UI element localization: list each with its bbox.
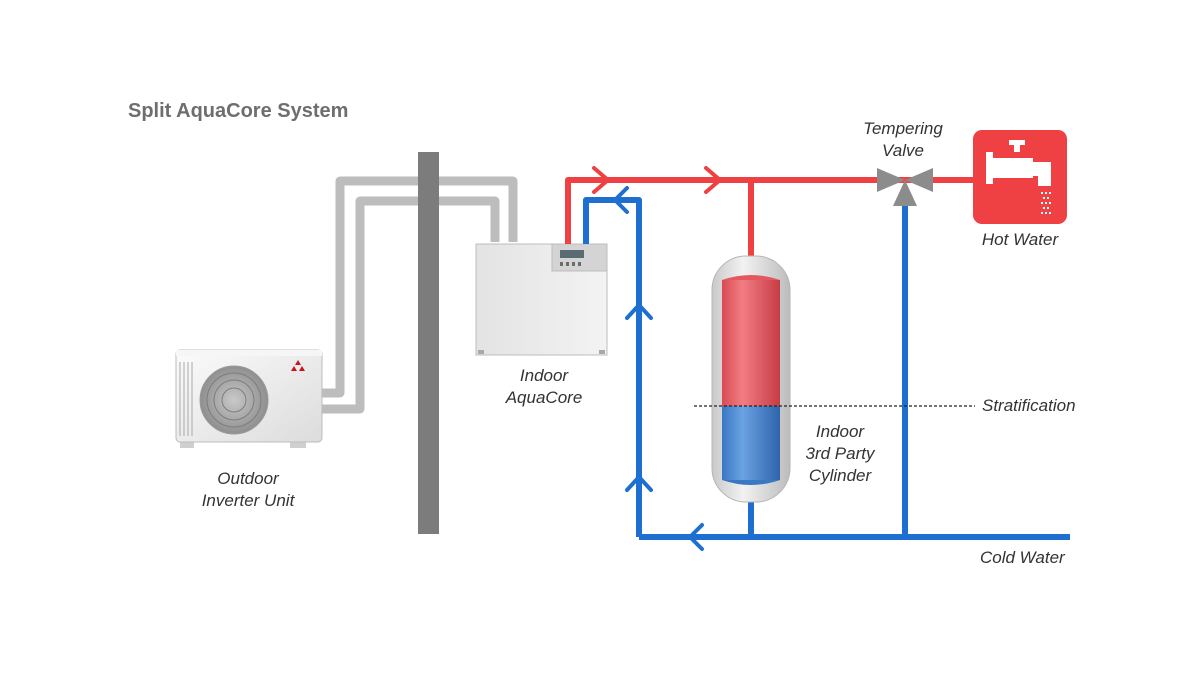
three-way-valve-icon (877, 168, 933, 206)
fan-grille-bars (206, 372, 262, 428)
fan-grille (199, 365, 269, 435)
flow-arrow-icon (592, 166, 610, 194)
water-drops (1041, 192, 1051, 214)
hot-water-label: Hot Water (982, 230, 1060, 249)
flow-arrow-icon (625, 475, 653, 492)
control-display (560, 250, 584, 258)
outdoor-inverter-unit (175, 349, 323, 448)
flow-arrow-icon (704, 166, 722, 194)
valve-label-line1: Tempering (863, 119, 943, 138)
flow-arrows (592, 166, 722, 551)
valve-label-line2: Valve (882, 141, 924, 160)
flow-arrow-icon (625, 303, 653, 320)
aquacore-label-line1: Indoor (520, 366, 570, 385)
indoor-aquacore-unit (475, 243, 608, 356)
cylinder-label-line3: Cylinder (809, 466, 873, 485)
indoor-cylinder (711, 255, 791, 503)
cylinder-cold-zone (722, 406, 780, 480)
cylinder-label-line1: Indoor (816, 422, 866, 441)
cold-return-to-aquacore (583, 197, 642, 537)
flow-arrow-icon (688, 523, 704, 551)
flow-arrow-icon (613, 186, 629, 214)
refrigerant-pipe-inner (322, 196, 500, 414)
outdoor-label-line2: Inverter Unit (202, 491, 296, 510)
cylinder-hot-zone (722, 280, 780, 406)
stratification-label: Stratification (982, 396, 1076, 415)
wall (418, 152, 439, 534)
tap-icon (973, 130, 1067, 224)
hot-water-pipes (565, 177, 978, 262)
side-grille (179, 362, 193, 436)
aquacore-label-line2: AquaCore (505, 388, 583, 407)
refrigerant-pipes (322, 176, 518, 414)
hot-flow-from-aquacore (565, 177, 978, 244)
control-buttons (560, 262, 581, 266)
mitsubishi-logo (291, 360, 305, 371)
refrigerant-pipe-outer (322, 176, 518, 398)
diagram-title: Split AquaCore System (128, 100, 348, 122)
cold-water-label: Cold Water (980, 548, 1066, 567)
outdoor-label-line1: Outdoor (217, 469, 280, 488)
cylinder-label-line2: 3rd Party (806, 444, 876, 463)
cold-water-pipes (583, 195, 1070, 540)
